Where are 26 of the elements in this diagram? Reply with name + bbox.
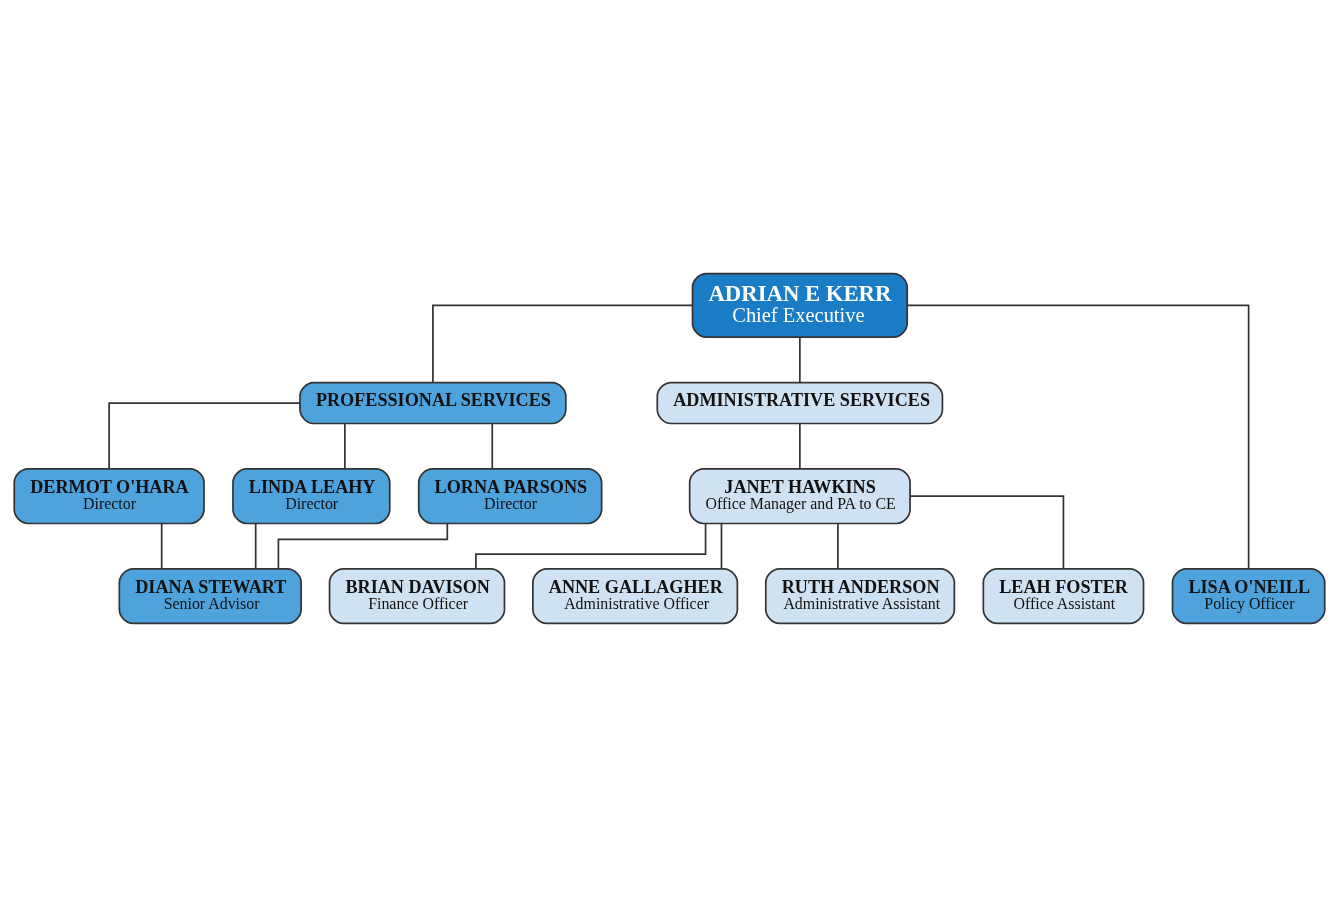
connector bbox=[160, 522, 163, 570]
node-box: RUTH ANDERSON Administrative Assistant bbox=[764, 568, 956, 625]
connector bbox=[837, 522, 839, 570]
node-box: LISA O'NEILL Policy Officer bbox=[1171, 568, 1326, 625]
connector bbox=[491, 422, 494, 470]
node-box: DERMOT O'HARA Director bbox=[13, 468, 205, 525]
node-box: ANNE GALLAGHER Administrative Officer bbox=[532, 568, 739, 625]
node-box: LORNA PARSONS Director bbox=[417, 468, 603, 525]
node-box: LINDA LEAHY Director bbox=[232, 468, 391, 525]
connector bbox=[108, 402, 301, 470]
connector bbox=[720, 522, 723, 570]
connector bbox=[432, 304, 694, 384]
connector bbox=[906, 304, 1250, 570]
node-box: ADMINISTRATIVE SERVICES bbox=[656, 381, 944, 425]
connector bbox=[344, 422, 346, 470]
node-box: DIANA STEWART Senior Advisor bbox=[118, 568, 302, 625]
connector bbox=[475, 522, 707, 570]
connector bbox=[799, 336, 801, 384]
node-box: JANET HAWKINS Office Manager and PA to CE bbox=[688, 468, 911, 525]
node-box: LEAH FOSTER Office Assistant bbox=[982, 568, 1145, 625]
connector bbox=[909, 495, 1065, 570]
node-box: PROFESSIONAL SERVICES bbox=[299, 381, 567, 425]
connector bbox=[799, 422, 801, 470]
connector bbox=[254, 522, 257, 570]
node-box: BRIAN DAVISON Finance Officer bbox=[328, 568, 506, 625]
node-box: ADRIAN E KERR Chief Executive bbox=[691, 272, 909, 338]
